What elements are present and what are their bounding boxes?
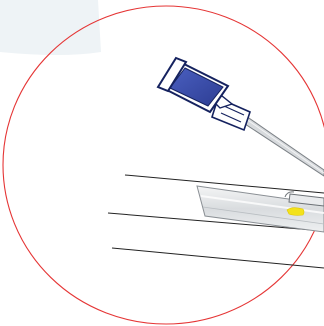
catheter-tube [197,186,324,232]
corner-panel [0,0,101,55]
needle-shaft [242,116,324,176]
skin-line-bottom [112,248,324,268]
tip-marker [287,208,304,216]
